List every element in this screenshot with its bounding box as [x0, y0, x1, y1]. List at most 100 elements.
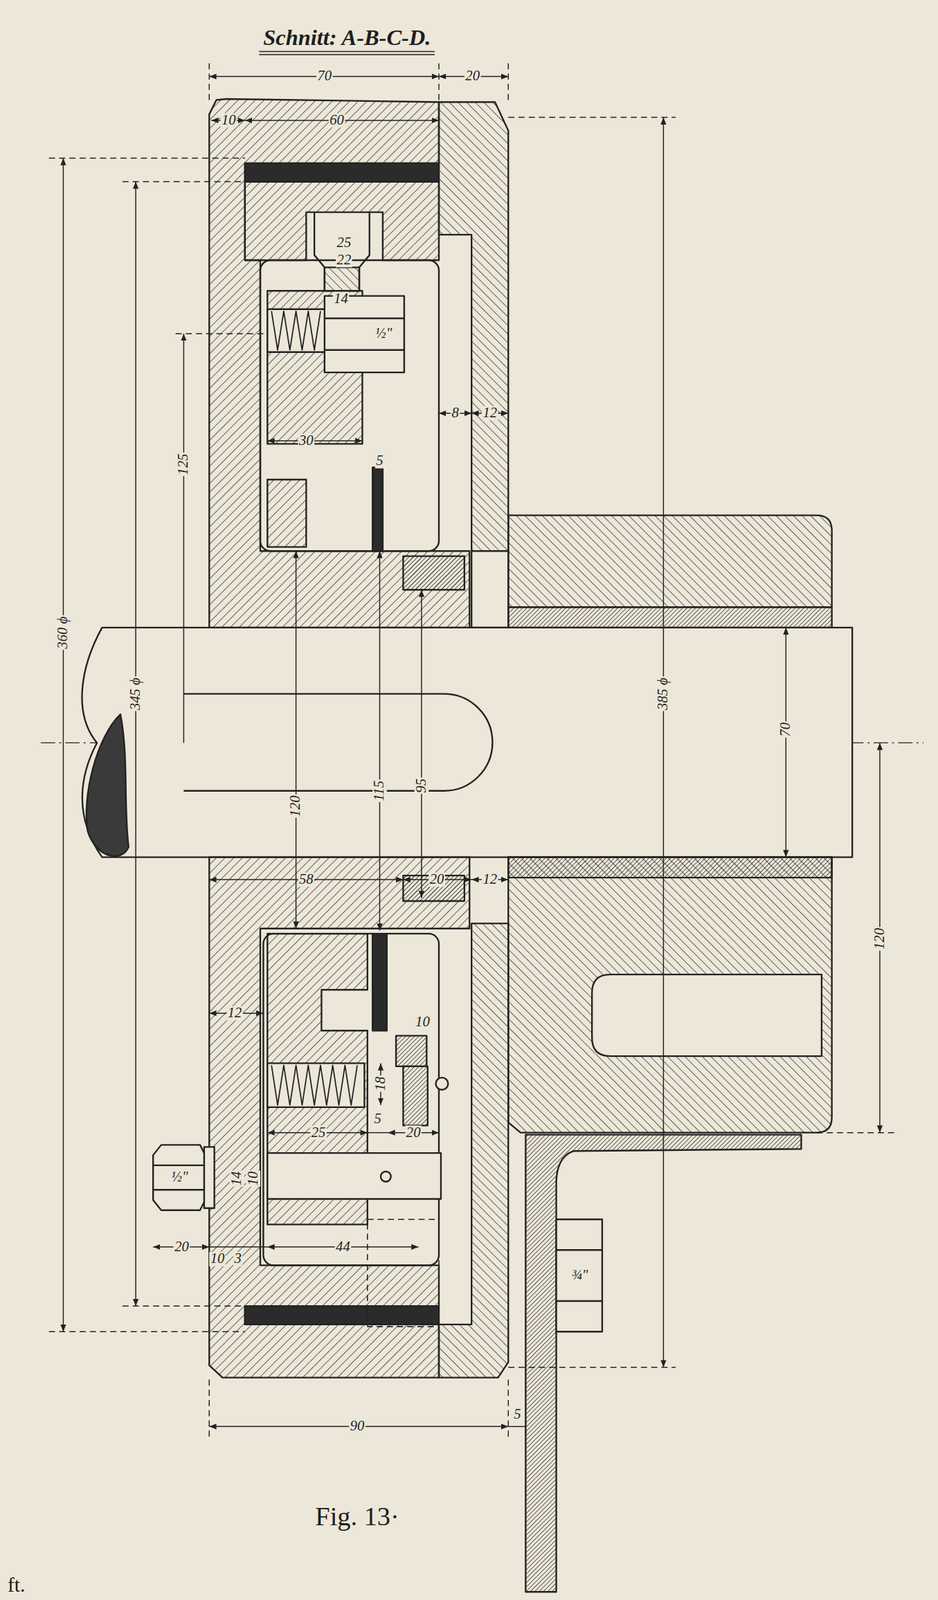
section-body — [40, 98, 924, 1593]
dimension-lines — [62, 76, 880, 1428]
dimension-lines — [49, 62, 895, 1440]
figure-caption: Fig. 13· — [314, 1504, 401, 1531]
section-body — [152, 1165, 205, 1167]
dimension-lines — [209, 62, 210, 102]
section-body — [152, 1189, 205, 1191]
dimension-value: 20 — [428, 872, 446, 888]
section-body — [324, 317, 405, 320]
dimension-value: 95 — [414, 778, 430, 795]
dimension-lines — [508, 1380, 509, 1440]
section-body — [402, 1066, 428, 1127]
dimension-value: 360 ϕ — [56, 615, 71, 651]
section-body — [152, 1144, 205, 1211]
section-body — [245, 163, 439, 183]
dimension-lines — [49, 62, 895, 1440]
section-body — [436, 1077, 449, 1091]
dimension-lines — [438, 62, 439, 102]
section-body — [82, 627, 853, 858]
dimension-lines — [209, 1246, 268, 1248]
dimension-value: 30 — [298, 434, 315, 449]
section-body — [86, 714, 129, 857]
section-body — [372, 933, 387, 1031]
dimension-value: 115 — [372, 780, 387, 803]
dimension-lines — [508, 1367, 676, 1368]
dimension-value: 5 — [512, 1407, 522, 1422]
dimension-value: 20 — [404, 1125, 422, 1141]
dimension-lines — [267, 440, 363, 441]
dimension-value: 120 — [872, 927, 888, 952]
dimension-lines — [816, 1132, 895, 1134]
dimension-value: 25 — [335, 236, 353, 251]
section-body — [438, 101, 509, 552]
dimension-lines — [508, 116, 676, 118]
dimension-value: 22 — [335, 253, 353, 268]
dimension-lines — [295, 551, 297, 930]
dimension-value: 10 — [220, 113, 237, 129]
dimension-value: 70 — [316, 69, 333, 84]
section-body — [271, 1065, 358, 1106]
section-body — [591, 974, 822, 1057]
section-body — [209, 857, 470, 1379]
section-body — [508, 515, 832, 608]
section-body — [204, 1147, 215, 1208]
section-body — [508, 857, 832, 878]
dimension-value: 385 ϕ — [656, 677, 671, 712]
section-body — [245, 1306, 439, 1325]
page-fragment: ft. — [6, 1574, 26, 1595]
dimension-value: 44 — [335, 1240, 352, 1256]
dimension-value: 20 — [173, 1240, 191, 1256]
section-title: Schnitt: A-B-C-D. — [258, 26, 435, 55]
section-body — [372, 467, 383, 552]
dimension-value: 58 — [298, 872, 315, 888]
dimension-lines — [122, 1306, 246, 1307]
dimension-lines — [785, 627, 787, 858]
section-body — [395, 1036, 427, 1067]
dimension-value: 125 — [176, 452, 192, 477]
bolt-size: ½" — [170, 1170, 189, 1186]
section-body — [556, 1300, 603, 1303]
dimension-value: 14 — [332, 292, 350, 307]
section-body — [508, 607, 832, 628]
dimension-lines — [420, 589, 422, 898]
dimension-lines — [508, 1426, 526, 1428]
dimension-lines — [134, 181, 136, 1307]
section-body — [245, 181, 439, 261]
dimension-value: 10 — [209, 1252, 226, 1267]
section-body — [324, 267, 360, 291]
dimension-value: 8 — [450, 406, 460, 421]
dimension-value: 10 — [414, 1015, 432, 1031]
section-body — [271, 311, 321, 351]
dimension-lines — [508, 62, 509, 102]
section-body — [438, 923, 509, 1378]
section-body — [508, 857, 832, 1134]
dimension-value: 20 — [464, 69, 482, 84]
dimension-lines — [175, 332, 268, 334]
section-body — [402, 556, 464, 591]
dimension-value: 14 — [229, 1170, 245, 1188]
dimension-lines — [663, 117, 664, 1368]
dimension-lines — [379, 551, 381, 932]
dimension-value: 12 — [481, 406, 499, 421]
dimension-lines — [209, 1380, 210, 1440]
section-body — [267, 309, 327, 353]
section-body — [324, 296, 405, 374]
dimension-value: 12 — [226, 1006, 243, 1022]
dimension-value: 60 — [328, 113, 346, 129]
dimension-value: 120 — [288, 794, 304, 819]
section-body — [263, 933, 439, 1266]
section-body — [367, 1219, 439, 1328]
section-body — [556, 1249, 603, 1251]
dimension-lines — [49, 1331, 246, 1332]
section-body — [267, 479, 306, 547]
dimension-lines — [62, 158, 64, 1333]
section-body — [471, 551, 509, 628]
dimension-lines — [525, 1428, 527, 1440]
dimension-value: 18 — [373, 1075, 389, 1093]
dimension-lines — [367, 1132, 388, 1134]
section-body — [314, 212, 370, 292]
section-body — [267, 1063, 365, 1107]
dimension-value: 5 — [375, 454, 385, 469]
section-body — [209, 98, 470, 628]
